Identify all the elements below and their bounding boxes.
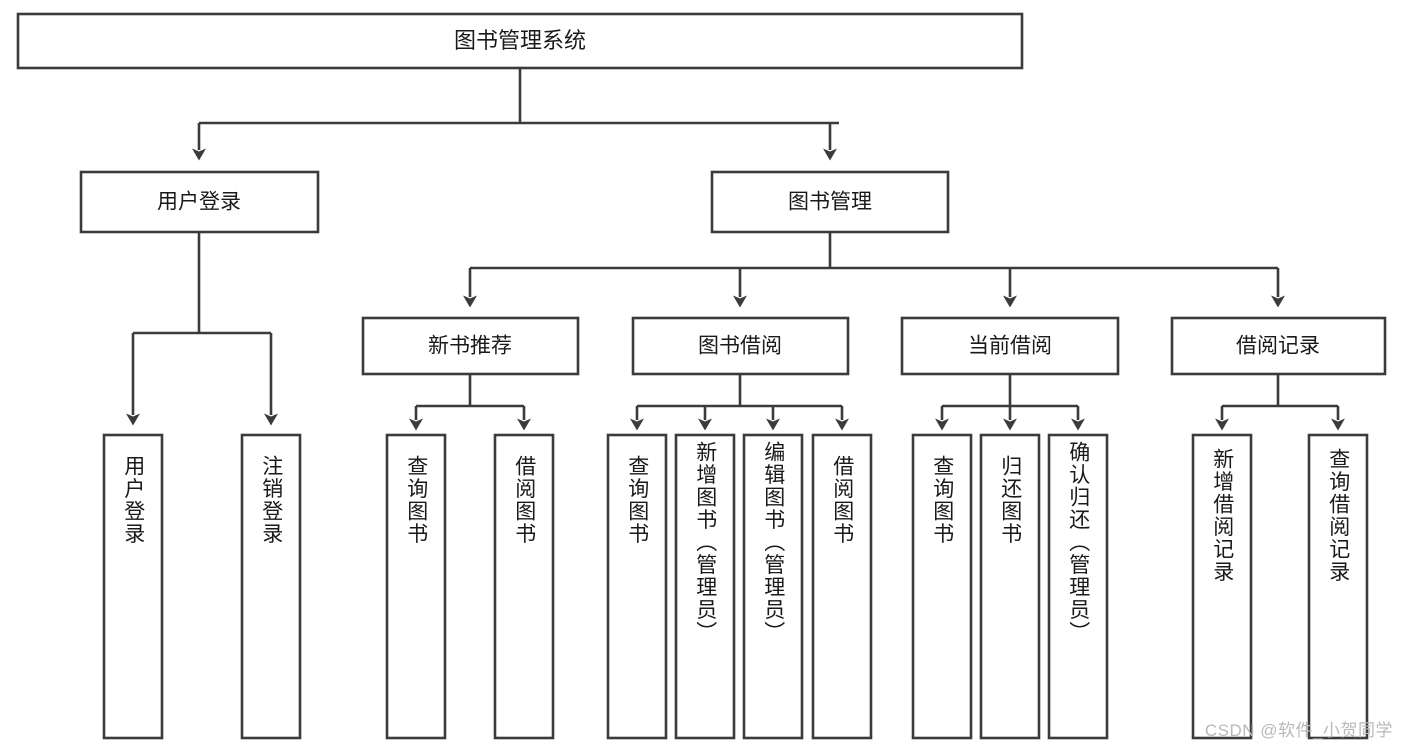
node-book-management-label: 图书管理 [788, 191, 872, 214]
node-new-book-recommend[interactable]: 新书推荐 [361, 316, 580, 376]
leaf-box-return-book[interactable] [979, 433, 1041, 740]
leaf-box-add-borrow-record[interactable] [1191, 433, 1253, 740]
node-book-borrow[interactable]: 图书借阅 [631, 316, 850, 376]
node-user-login-label: 用户登录 [157, 191, 241, 214]
node-current-borrow-label: 当前借阅 [968, 335, 1052, 358]
leaf-box-borrow-book-1[interactable] [493, 433, 555, 740]
leaf-box-borrow-book-2[interactable] [811, 433, 873, 740]
leaf-box-user-login[interactable] [102, 433, 164, 740]
node-book-management[interactable]: 图书管理 [710, 170, 950, 234]
node-root-label: 图书管理系统 [454, 28, 586, 53]
node-book-borrow-box[interactable] [631, 316, 850, 376]
node-user-login-box[interactable] [79, 170, 320, 234]
leaf-box-edit-book-admin[interactable] [742, 433, 804, 740]
node-new-book-recommend-label: 新书推荐 [428, 335, 512, 358]
node-book-management-box[interactable] [710, 170, 950, 234]
leaf-box-query-book-1[interactable] [385, 433, 447, 740]
connector-borrowrecord-to-leaves [1215, 374, 1345, 431]
node-root-box[interactable] [16, 12, 1024, 70]
connector-newbook-to-leaves [409, 374, 531, 431]
leaf-box-user-logout[interactable] [240, 433, 302, 740]
leaf-box-query-book-2[interactable] [606, 433, 668, 740]
node-new-book-recommend-box[interactable] [361, 316, 580, 376]
leaf-box-query-book-3[interactable] [911, 433, 973, 740]
node-root[interactable]: 图书管理系统 [16, 12, 1024, 70]
leaf-box-add-book-admin[interactable] [674, 433, 736, 740]
node-current-borrow-box[interactable] [900, 316, 1120, 376]
node-borrow-record-box[interactable] [1170, 316, 1387, 376]
node-current-borrow[interactable]: 当前借阅 [900, 316, 1120, 376]
connector-bookborrow-to-leaves [630, 374, 849, 431]
node-borrow-record[interactable]: 借阅记录 [1170, 316, 1387, 376]
connector-root-to-level2 [192, 68, 839, 161]
connector-userlogin-to-leaves [126, 232, 278, 426]
connector-currentborrow-to-leaves [935, 374, 1085, 431]
node-book-borrow-label: 图书借阅 [698, 335, 782, 358]
connector-bookmgmt-to-level3 [463, 232, 1285, 308]
watermark-text: CSDN @软件_小贺同学 [1204, 721, 1393, 740]
leaf-box-confirm-return-admin[interactable] [1047, 433, 1109, 740]
leaf-box-query-borrow-record[interactable] [1307, 433, 1369, 740]
node-borrow-record-label: 借阅记录 [1236, 335, 1320, 358]
node-user-login[interactable]: 用户登录 [79, 170, 320, 234]
